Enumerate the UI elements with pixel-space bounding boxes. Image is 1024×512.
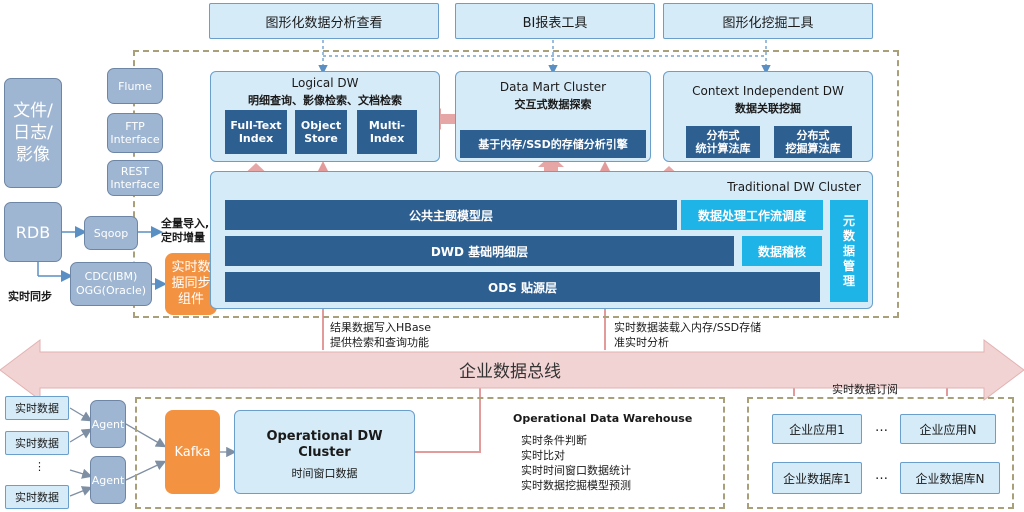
agent-2: Agent bbox=[90, 456, 126, 504]
agent-1: Agent bbox=[90, 400, 126, 448]
odw-feature: 实时比对 bbox=[521, 449, 565, 462]
multi-index: Multi- Index bbox=[357, 110, 417, 154]
logical-dw-subtitle: 明细查询、影像检索、文档检索 bbox=[248, 94, 402, 107]
tool-graphical-mining: 图形化挖掘工具 bbox=[663, 3, 873, 39]
data-mart-box: Data Mart Cluster 交互式数据探索 基于内存/SSD的存储分析引… bbox=[455, 71, 651, 162]
operational-dw-box: Operational DW Cluster 时间窗口数据 bbox=[234, 410, 415, 494]
odw-feature: 实时时间窗口数据统计 bbox=[521, 464, 631, 477]
metadata-management: 元 数 据 管 理 bbox=[830, 200, 868, 302]
operational-dw-title: Operational DW Cluster bbox=[266, 429, 383, 460]
source-ftp: FTP Interface bbox=[107, 113, 163, 153]
enterprise-app-n: 企业应用N bbox=[900, 414, 996, 444]
odw-heading: Operational Data Warehouse bbox=[513, 412, 693, 425]
fulltext-index: Full-Text Index bbox=[225, 110, 287, 154]
source-rdb: RDB bbox=[4, 202, 62, 262]
context-dw-box: Context Independent DW 数据关联挖掘 分布式 统计算法库 … bbox=[663, 71, 873, 162]
memory-ssd-engine: 基于内存/SSD的存储分析引擎 bbox=[460, 130, 646, 158]
tool-connectors bbox=[318, 40, 771, 75]
source-rest: REST Interface bbox=[107, 160, 163, 196]
memory-note: 实时数据装载入内存/SSD存储 准实时分析 bbox=[614, 321, 762, 349]
realtime-input-3: 实时数据 bbox=[5, 485, 69, 509]
subscribe-note: 实时数据订阅 bbox=[832, 383, 898, 396]
odw-feature-list: 实时条件判断 实时比对 实时时间窗口数据统计 实时数据挖掘模型预测 bbox=[521, 433, 631, 493]
context-dw-subtitle: 数据关联挖掘 bbox=[735, 102, 801, 115]
odw-feature: 实时数据挖掘模型预测 bbox=[521, 479, 631, 492]
data-mart-subtitle: 交互式数据探索 bbox=[514, 98, 592, 111]
kafka-box: Kafka bbox=[165, 410, 220, 494]
realtime-connectors bbox=[69, 407, 237, 497]
workflow-scheduling: 数据处理工作流调度 bbox=[681, 200, 823, 230]
layer-common-model: 公共主题模型层 bbox=[225, 200, 677, 230]
realtime-sync-label: 实时同步 bbox=[8, 290, 52, 303]
enterprise-db-n: 企业数据库N bbox=[900, 462, 1000, 494]
tool-bi-report: BI报表工具 bbox=[455, 3, 655, 39]
source-sqoop: Sqoop bbox=[84, 216, 138, 250]
source-files: 文件/ 日志/ 影像 bbox=[4, 78, 62, 188]
enterprise-dashed-container bbox=[747, 397, 1014, 509]
logical-dw-box: Logical DW 明细查询、影像检索、文档检索 Full-Text Inde… bbox=[210, 71, 440, 162]
layer-ods: ODS 贴源层 bbox=[225, 272, 820, 302]
layer-dwd: DWD 基础明细层 bbox=[225, 236, 734, 266]
distributed-mining-lib: 分布式 挖掘算法库 bbox=[774, 126, 852, 158]
enterprise-app-ellipsis: … bbox=[875, 420, 888, 435]
operational-dw-subtitle: 时间窗口数据 bbox=[291, 467, 358, 480]
realtime-dashed-container bbox=[135, 397, 725, 509]
realtime-input-ellipsis: ⋮ bbox=[34, 460, 45, 473]
data-mart-title: Data Mart Cluster bbox=[499, 80, 607, 94]
hbase-note: 结果数据写入HBase 提供检索和查询功能 bbox=[330, 321, 432, 349]
object-store: Object Store bbox=[295, 110, 347, 154]
realtime-input-2: 实时数据 bbox=[5, 431, 69, 455]
distributed-stats-lib: 分布式 统计算法库 bbox=[686, 126, 760, 158]
realtime-sync-component: 实时数 据同步 组件 bbox=[165, 253, 217, 315]
logical-dw-title: Logical DW bbox=[291, 76, 359, 90]
traditional-dw-title: Traditional DW Cluster bbox=[727, 180, 861, 194]
bus-arrow bbox=[0, 339, 1024, 401]
full-load-label: 全量导入, 定时增量 bbox=[161, 217, 210, 244]
enterprise-bus-label: 企业数据总线 bbox=[459, 362, 561, 382]
enterprise-db-ellipsis: … bbox=[875, 468, 888, 483]
odw-feature: 实时条件判断 bbox=[521, 434, 587, 447]
tool-graphical-analysis: 图形化数据分析查看 bbox=[209, 3, 439, 39]
enterprise-app-1: 企业应用1 bbox=[772, 414, 862, 444]
context-dw-title: Context Independent DW bbox=[692, 84, 844, 98]
realtime-input-1: 实时数据 bbox=[5, 396, 69, 420]
enterprise-db-1: 企业数据库1 bbox=[772, 462, 862, 494]
data-audit: 数据稽核 bbox=[742, 236, 822, 266]
source-flume: Flume bbox=[107, 68, 163, 104]
source-cdc: CDC(IBM) OGG(Oracle) bbox=[70, 262, 152, 306]
source-connectors bbox=[37, 226, 167, 290]
